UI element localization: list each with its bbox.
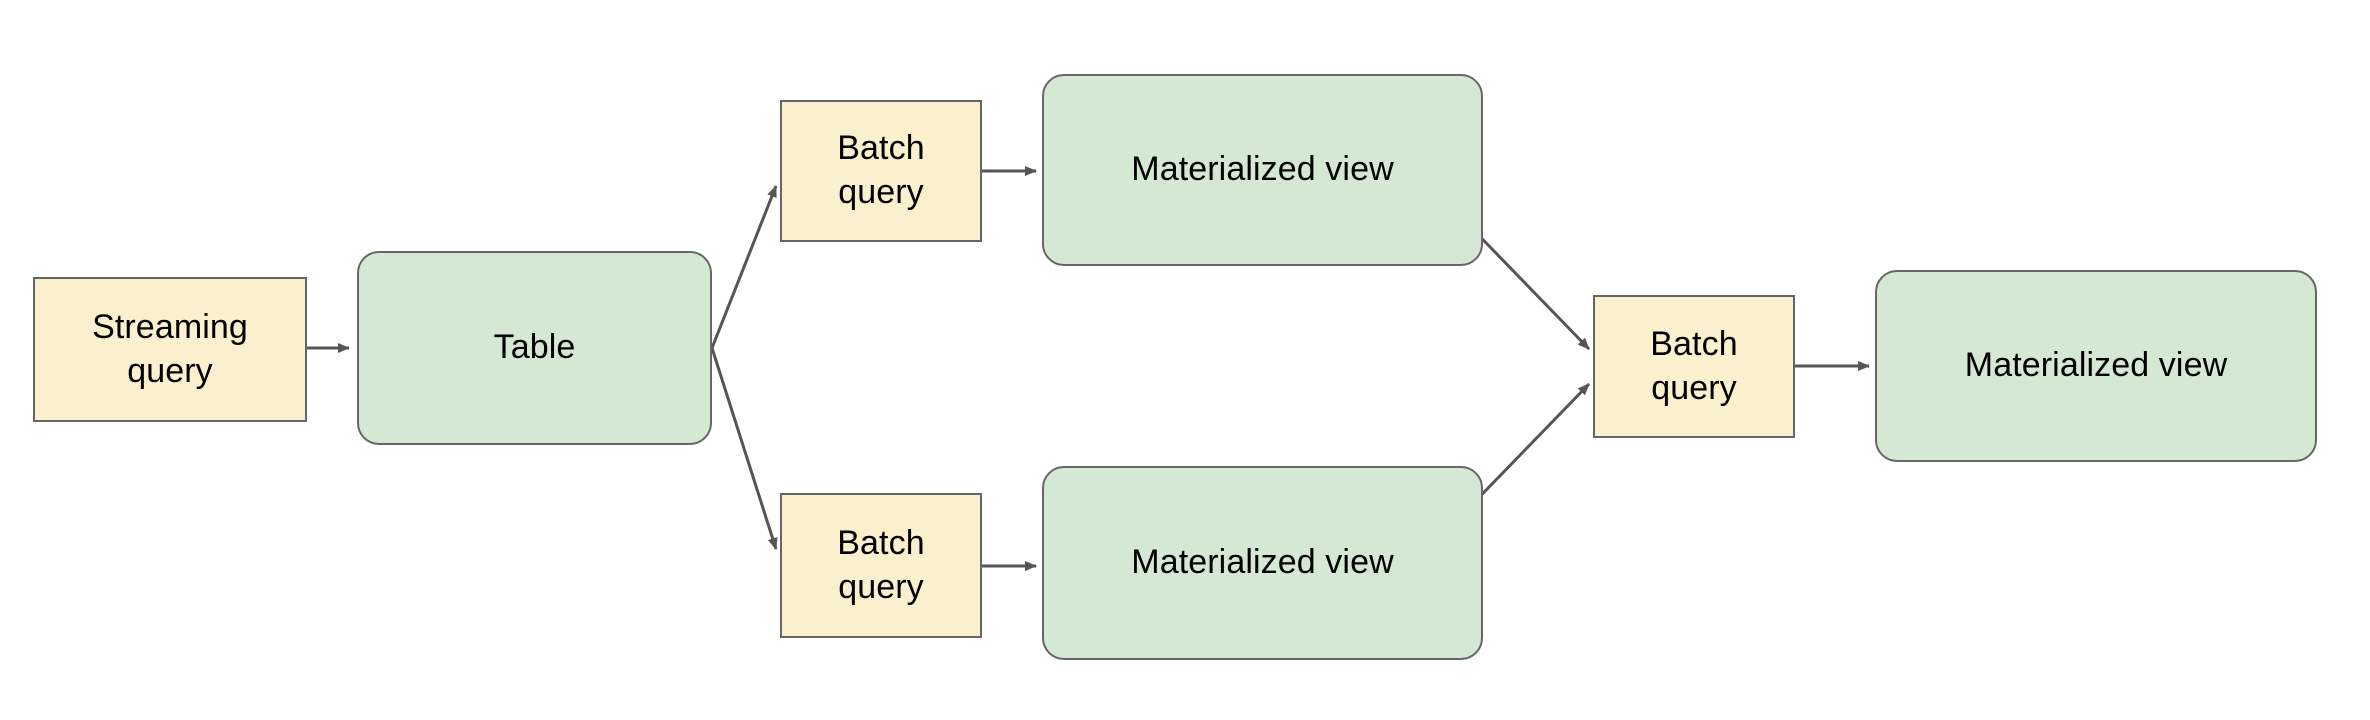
node-batch-query-bottom[interactable]: Batch query	[780, 493, 982, 638]
node-materialized-view-top[interactable]: Materialized view	[1042, 74, 1483, 266]
node-batch-query-right[interactable]: Batch query	[1593, 295, 1795, 438]
edge-table-to-batch-top	[710, 185, 778, 349]
node-batch-query-top-label: Batch query	[837, 129, 925, 211]
node-streaming-query-label: Streaming query	[92, 307, 248, 390]
node-table[interactable]: Table	[357, 251, 712, 445]
node-materialized-view-top-label: Materialized view	[1131, 150, 1394, 189]
node-materialized-view-right[interactable]: Materialized view	[1875, 270, 2317, 462]
node-batch-query-right-label: Batch query	[1650, 324, 1738, 407]
node-materialized-view-bottom[interactable]: Materialized view	[1042, 466, 1483, 660]
edge-table-to-batch-bottom	[710, 347, 778, 550]
node-materialized-view-right-label: Materialized view	[1964, 346, 2228, 385]
node-batch-query-bottom-label: Batch query	[837, 523, 925, 606]
node-batch-query-top[interactable]: Batch query	[780, 100, 982, 242]
node-materialized-view-bottom-label: Materialized view	[1131, 543, 1394, 582]
node-streaming-query[interactable]: Streaming query	[33, 277, 307, 422]
node-table-label: Table	[493, 328, 576, 367]
